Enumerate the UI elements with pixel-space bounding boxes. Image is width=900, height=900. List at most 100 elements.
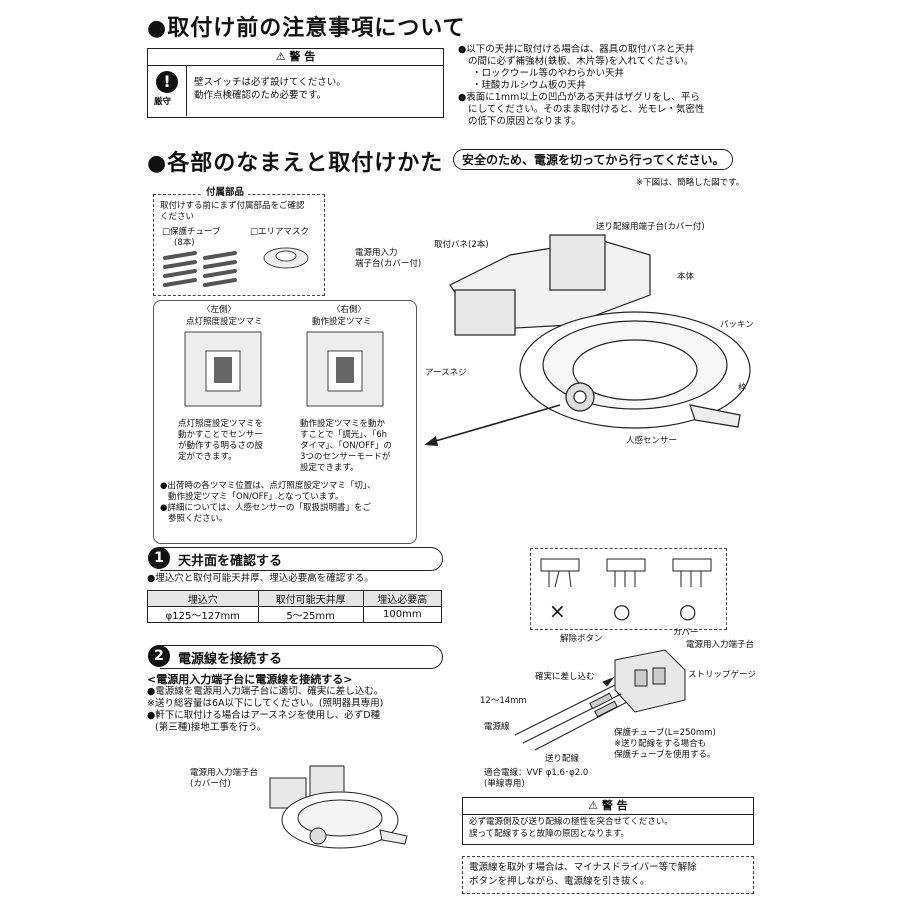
left-desc-line: 定ができます。: [178, 452, 237, 462]
detail-note-line: ●出荷時の各ツマミ位置は、点灯照度設定ツマミ「切」、: [160, 481, 376, 491]
insert-label: 確実に差し込む: [535, 672, 595, 682]
note-line: ●表面に1mm以上の凹凸がある天井はザグリをし、平ら: [458, 92, 700, 103]
step2-fig-label-1: 電源用入力端子台: [190, 768, 259, 778]
step2-line: ●軒下に取付ける場合はアースネジを使用し、必ずD種: [147, 710, 381, 721]
accessories-desc-1: 取付けする前にまず付属部品をご確認: [160, 201, 305, 211]
note-line: の低下の原因となります。: [468, 116, 581, 127]
wrong-mark: ×: [549, 599, 566, 623]
detail-note-line: 動作設定ツマミ「ON/OFF」となっています。: [168, 492, 344, 502]
step1-bar: [160, 547, 443, 571]
warning-box-2: ⚠ 警 告 必ず電源側及び送り配線の極性を突合せてください。 誤って配線すると故…: [462, 797, 754, 845]
power-terminal-label-1: 電源用入力: [355, 248, 398, 258]
left-desc-line: が動作する明るさの設: [178, 441, 264, 451]
tube-label: □保護チューブ: [162, 227, 221, 237]
step1-number: 1: [148, 547, 170, 569]
detail-notes: ●出荷時の各ツマミ位置は、点灯照度設定ツマミ「切」、 動作設定ツマミ「ON/OF…: [160, 481, 412, 525]
warning-line-2: 動作点検確認のため必要です。: [194, 90, 327, 101]
release-button-label: 解除ボタン: [560, 634, 603, 644]
step2-line: ※送り総容量は6A以下にしてください。(照明器具専用): [147, 698, 384, 709]
sensor-label: 人感センサー: [626, 436, 678, 446]
feed-terminal-label: 送り配線用端子台(カバー付): [596, 222, 705, 232]
frame-label: 枠: [738, 383, 747, 393]
warning2-title: ⚠ 警 告: [463, 798, 753, 815]
tube-note: 保護チューブ(L=250mm) ※送り配線をする場合も 保護チューブを使用する。: [614, 728, 716, 761]
body-label: 本体: [677, 272, 695, 282]
right-desc-line: 3つのセンサーモードが: [300, 452, 391, 462]
cover-label: カバー: [673, 628, 699, 638]
sensor-detail-box: 〈左側〉 点灯照度設定ツマミ 〈右側〉 動作設定ツマミ 点灯照度設定ツマミを 動…: [153, 300, 417, 544]
left-side-title: 〈左側〉: [202, 305, 237, 315]
illuminance-dial-icon: [184, 331, 262, 407]
right-side-subtitle: 動作設定ツマミ: [312, 317, 372, 327]
wire-spec-1: 適合電線：VVF φ1.6･φ2.0: [484, 768, 589, 778]
wire-spec-2: (単線専用): [484, 779, 525, 789]
table-cell: φ125〜127mm: [147, 606, 259, 623]
note-line: ・珪酸カルシウム板の天井: [472, 80, 587, 91]
strip-length-label: 12〜14mm: [480, 696, 527, 706]
warning-line-1: 壁スイッチは必ず設けてください。: [194, 77, 346, 88]
step2-line: (第三種)接地工事を行う。: [155, 722, 267, 733]
table-cell: 100mm: [362, 606, 443, 623]
terminal-variants-icon: [540, 558, 712, 588]
left-desc-line: 点灯照度設定ツマミを: [178, 419, 264, 429]
step2-number: 2: [148, 645, 170, 667]
note-line: の間に必ず補強材(鉄板、木片等)を入れてください。: [468, 56, 694, 67]
power-terminal-label: 電源用入力端子台: [686, 640, 755, 650]
exclamation-icon: !: [156, 71, 178, 93]
step2-instructions: ●電源線を電源用入力端子台に適切、確実に差し込む。 ※送り総容量は6A以下にして…: [147, 686, 383, 734]
area-mask-icon: [263, 247, 309, 269]
ceiling-spec-table: 埋込穴 取付可能天井厚 埋込必要高 φ125〜127mm 5〜25mm 100m…: [147, 590, 443, 623]
strip-gauge-label: ストリップゲージ: [688, 670, 756, 680]
right-desc-line: 動作設定ツマミを動か: [300, 419, 386, 429]
note-line: にしてください。そのまま取付けると、光モレ・気密性: [468, 104, 705, 115]
power-line-label: 電源線: [484, 722, 510, 732]
tube-note-line: 保護チューブ(L=250mm): [614, 728, 716, 738]
table-cell: 5〜25mm: [257, 606, 364, 623]
warning-box: ⚠ 警 告 ! 厳守 壁スイッチは必ず設けてください。 動作点検確認のため必要で…: [147, 48, 444, 118]
feed-line-label: 送り配線: [545, 754, 580, 764]
step2-bar: [160, 645, 443, 669]
step2-title: 電源線を接続する: [178, 652, 283, 667]
section1-title: ●取付け前の注意事項について: [147, 16, 466, 41]
tube-note-line: 保護チューブを使用する。: [614, 750, 716, 760]
mandatory-label: 厳守: [154, 97, 172, 107]
table-header: 埋込必要高: [362, 590, 443, 607]
right-side-title: 〈右側〉: [332, 305, 367, 315]
left-desc: 点灯照度設定ツマミを 動かすことでセンサー が動作する明るさの設 定ができます。: [178, 419, 263, 463]
accessories-title: 付属部品: [202, 187, 249, 199]
right-desc: 動作設定ツマミを動か すことで「調光」、「6h タイマ」、「ON/OFF」の 3…: [300, 419, 392, 474]
earth-screw-label: アースネジ: [425, 368, 467, 378]
detail-note-line: ●詳細については、人感センサーの「取扱説明書」をご: [160, 503, 371, 513]
step1-title: 天井面を確認する: [178, 554, 283, 569]
pointer-arrow: [424, 404, 561, 446]
spring-label: 取付バネ(2本): [434, 240, 489, 250]
note-line: ・ロックウール等のやわらかい天井: [472, 68, 625, 79]
simplified-note: ※下図は、簡略した図です。: [636, 178, 745, 188]
removal-line-1: 電源線を取外す場合は、マイナスドライバー等で解除: [469, 862, 697, 873]
removal-note-box: 電源線を取外す場合は、マイナスドライバー等で解除 ボタンを押しながら、電源線を引…: [462, 856, 754, 894]
ceiling-notes: ●以下の天井に取付ける場合は、器具の取付バネと天井 の間に必ず補強材(鉄板、木片…: [458, 44, 758, 128]
step2-line: ●電源線を電源用入力端子台に適切、確実に差し込む。: [147, 686, 384, 697]
mask-label: □エリアマスク: [250, 227, 310, 237]
left-side-subtitle: 点灯照度設定ツマミ: [186, 317, 263, 327]
ok-mark: ○: [679, 599, 697, 623]
warning-title: ⚠ 警 告: [148, 49, 443, 66]
note-line: ●以下の天井に取付ける場合は、器具の取付バネと天井: [458, 44, 695, 55]
warning2-line-2: 誤って配線すると故障の原因となります。: [469, 829, 629, 839]
step2-fig-label-2: (カバー付): [190, 779, 231, 789]
right-desc-line: タイマ」、「ON/OFF」の: [300, 441, 392, 451]
accessories-box: 付属部品 取付けする前にまず付属部品をご確認 ください □保護チューブ (8本)…: [153, 187, 325, 296]
terminal-wiring-illustration: [514, 649, 686, 751]
warning2-line-1: 必ず電源側及び送り配線の極性を突合せてください。: [469, 817, 673, 827]
fixture-small-illustration: [269, 765, 408, 849]
table-header: 取付可能天井厚: [257, 590, 364, 607]
step2-subtitle: <電源用入力端子台に電源線を接続する>: [147, 673, 353, 686]
step1-desc: ●埋込穴と取付可能天井厚、埋込必要高を確認する。: [147, 573, 374, 584]
detail-note-line: 参照ください。: [168, 514, 228, 524]
wiring-check-box: × ○ ○: [530, 548, 727, 630]
power-terminal-label-2: 端子台(カバー付): [355, 259, 422, 269]
mode-dial-icon: [306, 331, 384, 407]
tube-note-line: ※送り配線をする場合も: [614, 739, 707, 749]
ok-mark: ○: [613, 599, 631, 623]
right-desc-line: 設定できます。: [300, 463, 359, 473]
